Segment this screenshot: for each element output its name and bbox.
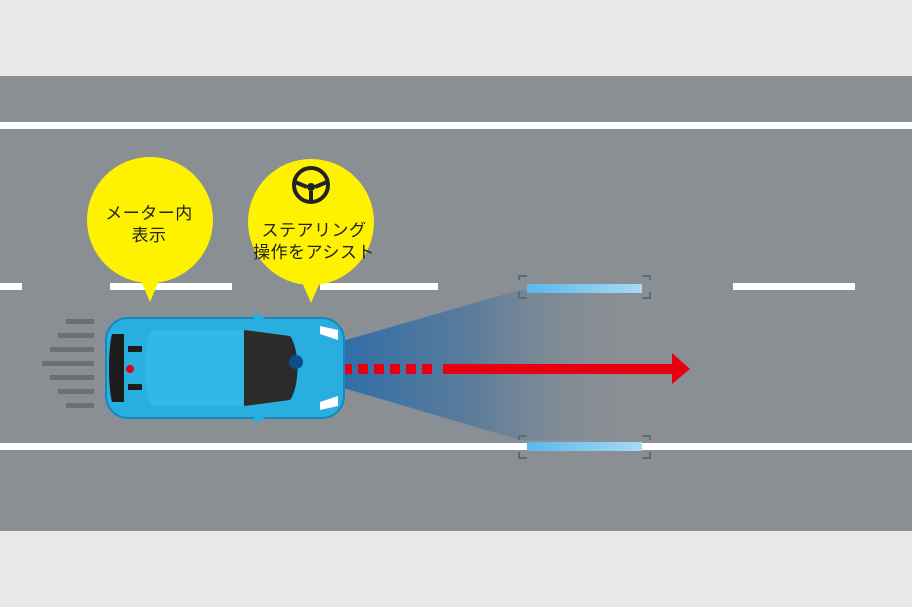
steering-assist-label-line2: 操作をアシスト xyxy=(253,243,375,263)
dashed-lane-line xyxy=(0,283,855,290)
direction-arrow xyxy=(342,353,690,384)
meter-display-bubble xyxy=(87,157,213,302)
steering-wheel-icon xyxy=(292,166,330,204)
meter-display-label: メーター内 表示 xyxy=(84,203,214,247)
meter-display-label-line1: メーター内 xyxy=(105,204,193,224)
lane-edge-line-bottom xyxy=(0,443,912,450)
motion-lines xyxy=(42,319,94,408)
steering-assist-label: ステアリング 操作をアシスト xyxy=(249,220,379,264)
car xyxy=(105,312,345,424)
lane-detect-marker-bottom xyxy=(518,435,651,459)
steering-assist-bubble xyxy=(248,159,374,303)
lane-edge-line-top xyxy=(0,122,912,129)
lane-detect-marker-top xyxy=(518,275,651,299)
meter-display-label-line2: 表示 xyxy=(131,226,167,246)
road-surface xyxy=(0,76,912,531)
steering-assist-label-line1: ステアリング xyxy=(261,221,367,241)
